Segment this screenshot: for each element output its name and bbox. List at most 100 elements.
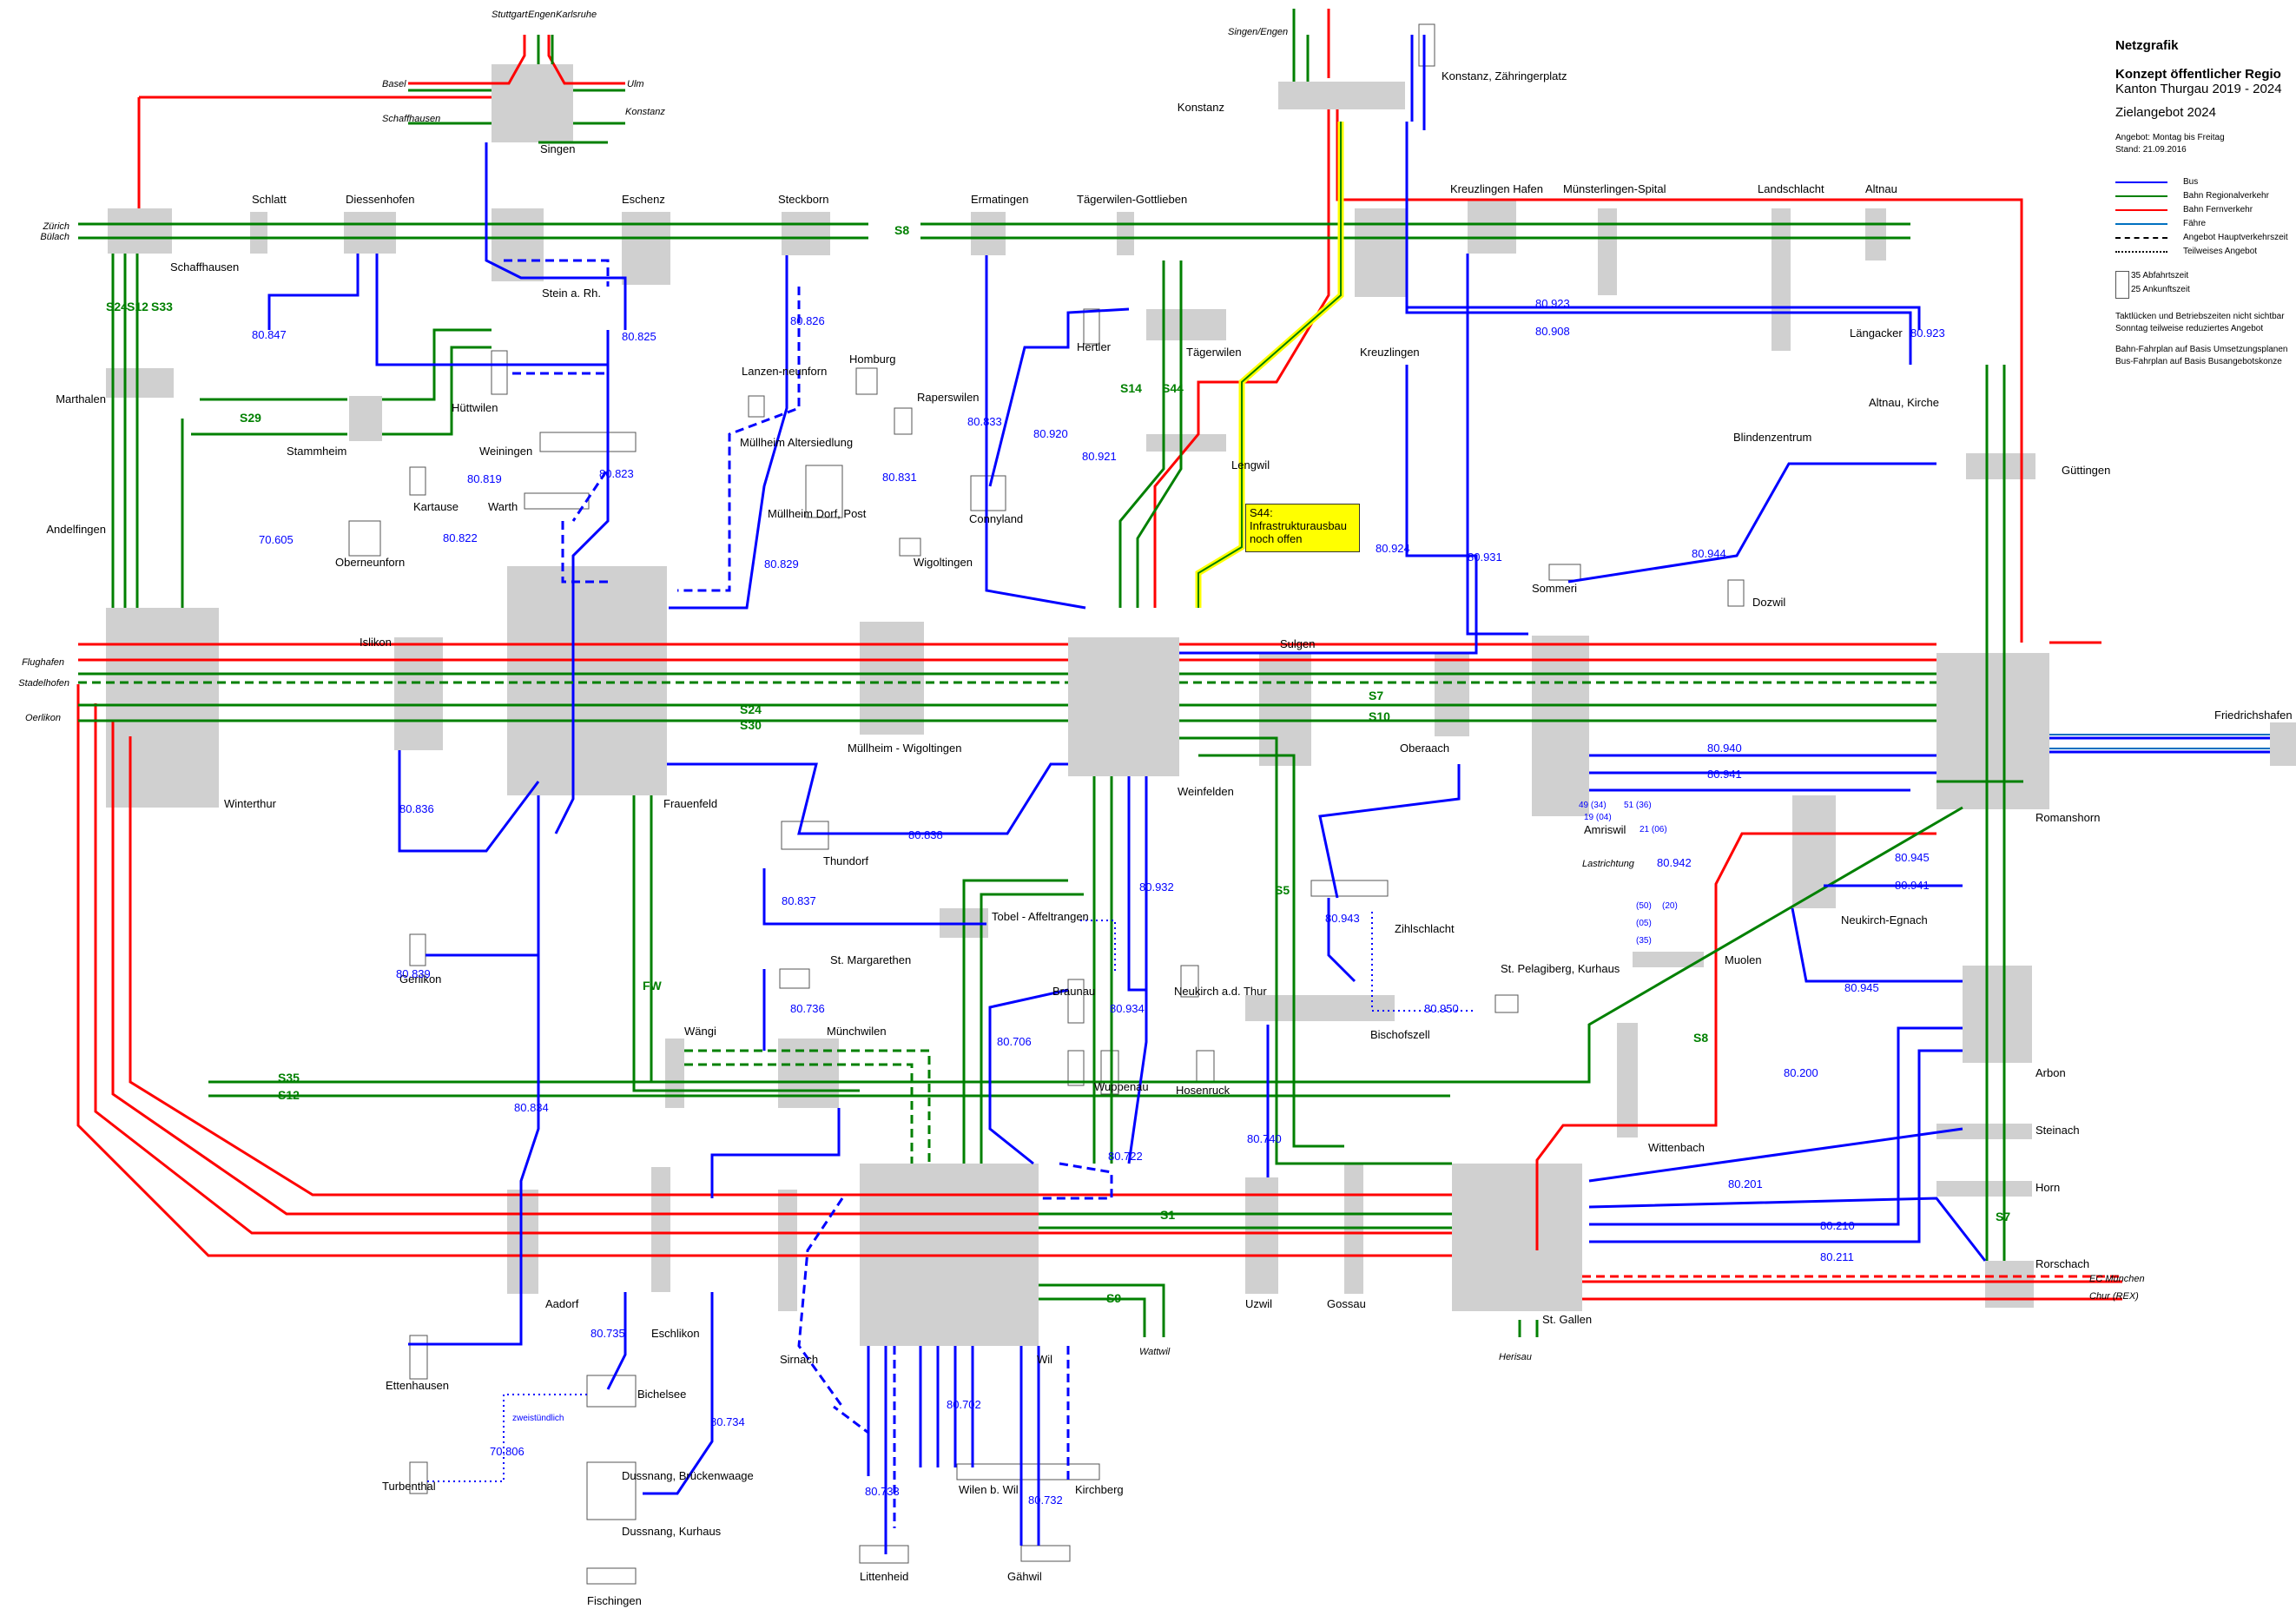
station-41: Winterthur xyxy=(224,797,277,810)
bus-6: 80.822 xyxy=(443,531,478,544)
station-76: Rorschach xyxy=(2035,1257,2089,1270)
bus-4: 80.823 xyxy=(599,467,634,480)
bus-25: 80.934 xyxy=(1110,1002,1145,1015)
station-84: Wilen b. Wil xyxy=(959,1483,1019,1496)
legend-line-swatch xyxy=(2115,223,2167,225)
bus-45: 80.702 xyxy=(947,1398,981,1411)
direction-3: Basel xyxy=(382,79,406,89)
station-61: Wängi xyxy=(684,1025,716,1038)
line-14: S1 xyxy=(1160,1208,1175,1222)
note-7: 51 (36) xyxy=(1624,801,1652,810)
station-20: Kartause xyxy=(413,500,459,513)
direction-11: Stadelhofen xyxy=(18,678,69,689)
station-36: Altnau, Kirche xyxy=(1869,396,1939,409)
legend-key-label: Angebot Hauptverkehrszeit xyxy=(2183,231,2288,245)
direction-1: Engen xyxy=(528,10,556,20)
bus-36: 80.945 xyxy=(1844,981,1879,994)
direction-12: Oerlikon xyxy=(25,713,61,723)
legend-key-label: Bahn Regionalverkehr xyxy=(2183,189,2269,203)
direction-0: Stuttgart xyxy=(492,10,529,20)
legend-line-swatch xyxy=(2115,209,2167,211)
station-29: Connyland xyxy=(969,512,1023,525)
line-12: S35 xyxy=(278,1071,300,1085)
legend-note2: Sonntag teilweise reduziertes Angebot xyxy=(2115,323,2293,335)
station-83: Littenheid xyxy=(860,1570,908,1583)
bus-23: 80.736 xyxy=(790,1002,825,1015)
direction-13: Herisau xyxy=(1499,1352,1532,1362)
station-32: Kreuzlingen xyxy=(1360,346,1420,359)
station-42: Frauenfeld xyxy=(663,797,717,810)
station-30: Hertler xyxy=(1077,340,1112,353)
station-79: Turbenthal xyxy=(382,1480,436,1493)
legend-status: Stand: 21.09.2016 xyxy=(2115,144,2293,156)
station-22: Oberneunforn xyxy=(335,556,405,569)
station-27: Müllheim Dorf, Post xyxy=(768,507,867,520)
note-8: 19 (04) xyxy=(1584,813,1612,822)
node-sirnach xyxy=(778,1190,797,1311)
station-64: Hosenruck xyxy=(1176,1084,1230,1097)
bus-11: 80.921 xyxy=(1082,450,1117,463)
station-10: Tägerwilen-Gottlieben xyxy=(1077,193,1187,206)
bus-30: 80.950 xyxy=(1424,1002,1459,1015)
station-56: Braunau xyxy=(1052,985,1095,998)
direction-4: Ulm xyxy=(627,79,644,89)
station-45: Sulgen xyxy=(1280,637,1315,650)
node-altnau xyxy=(1865,208,1886,260)
station-21: Warth xyxy=(488,500,518,513)
node-marthalen xyxy=(106,368,174,398)
station-62: Münchwilen xyxy=(827,1025,887,1038)
station-28: Wigoltingen xyxy=(914,556,973,569)
station-37: Güttingen xyxy=(2062,464,2110,477)
legend-key-label: Fähre xyxy=(2183,217,2206,231)
direction-8: Zürich xyxy=(42,221,69,232)
bus-32: 80.940 xyxy=(1707,742,1742,755)
direction-14: Wattwil xyxy=(1139,1347,1171,1357)
node-taegerwilen-gottlieben xyxy=(1117,212,1134,255)
station-72: Wil xyxy=(1037,1353,1052,1366)
line-0: S8 xyxy=(894,223,909,237)
station-19: Weiningen xyxy=(479,445,532,458)
station-33: Lengwil xyxy=(1231,458,1270,471)
bus-28: 80.740 xyxy=(1247,1132,1282,1145)
node-friedrichshafen xyxy=(2270,722,2296,766)
station-4: Schlatt xyxy=(252,193,287,206)
node-konstanz xyxy=(1278,82,1405,109)
note-0: zweistündlich xyxy=(512,1414,564,1423)
bus-42: 70.806 xyxy=(490,1445,525,1458)
bus-35: 80.941 xyxy=(1895,879,1930,892)
node-horn xyxy=(1936,1181,2032,1197)
node-st-gallen xyxy=(1452,1164,1582,1311)
legend-offer: Angebot: Montag bis Freitag xyxy=(2115,132,2293,144)
line-17: S8 xyxy=(1693,1031,1708,1045)
bus-16: 80.924 xyxy=(1376,542,1410,555)
legend-note3: Bahn-Fahrplan auf Basis Umsetzungsplanen xyxy=(2115,344,2293,356)
legend-key-label: Bahn Fernverkehr xyxy=(2183,203,2253,217)
bus-19: 80.838 xyxy=(908,828,943,841)
bus-31: 80.942 xyxy=(1657,856,1692,869)
station-34: Längacker xyxy=(1850,326,1903,340)
bus-8: 80.831 xyxy=(882,471,917,484)
node-frauenfeld xyxy=(507,566,667,795)
legend-time-key: 35 Abfahrtszeit 25 Ankunftszeit xyxy=(2115,271,2293,304)
station-46: Oberaach xyxy=(1400,742,1449,755)
node-waengi xyxy=(665,1039,684,1108)
station-35: Blindenzentrum xyxy=(1733,431,1811,444)
station-1: Konstanz xyxy=(1178,101,1224,114)
station-48: Romanshorn xyxy=(2035,811,2100,824)
line-16: FW xyxy=(643,979,663,992)
direction-16: Chur (REX) xyxy=(2089,1291,2139,1302)
node-arbon xyxy=(1963,966,2032,1063)
legend-subtitle: Konzept öffentlicher Regio xyxy=(2115,67,2293,82)
bus-40: 80.211 xyxy=(1820,1250,1854,1263)
station-81: Dussnang, Kurhaus xyxy=(622,1525,722,1538)
station-40: Islikon xyxy=(360,636,392,649)
node-aadorf xyxy=(507,1190,538,1294)
bus-46: 80.732 xyxy=(1028,1494,1063,1507)
line-5: S14 xyxy=(1120,381,1142,395)
node-rorschach xyxy=(1985,1261,2034,1308)
station-55: St. Margarethen xyxy=(830,953,911,966)
direction-9: Bülach xyxy=(40,232,69,242)
node-schaffhausen xyxy=(108,208,172,254)
station-3: Schaffhausen xyxy=(170,260,239,274)
bus-9: 80.829 xyxy=(764,557,799,570)
